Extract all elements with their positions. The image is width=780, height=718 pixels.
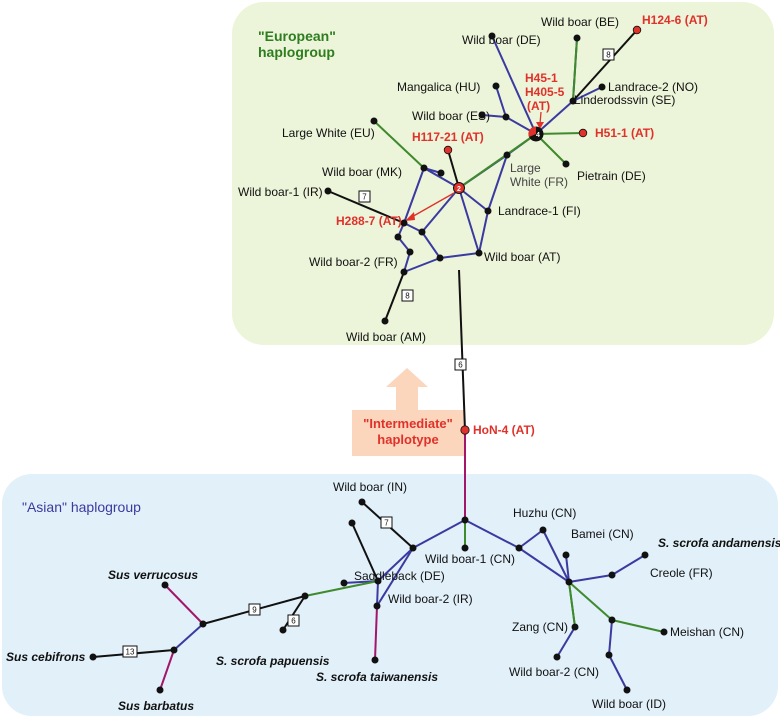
node-label: S. scrofa taiwanensis (316, 670, 438, 684)
european-region (232, 2, 774, 345)
step-count: 9 (252, 606, 257, 615)
asian-region (2, 474, 778, 716)
node-label: Wild boar-2 (CN) (509, 665, 599, 679)
node-label: Wild boar (ID) (592, 697, 666, 711)
node-label: Wild boar-2 (FR) (309, 255, 398, 269)
step-count: 6 (458, 361, 463, 370)
black-nodes (89, 32, 668, 694)
node-label: Wild boar-1 (IR) (238, 185, 323, 199)
node-label: H117-21 (AT) (412, 130, 484, 144)
mutation-step-boxes: 8 7 8 6 7 9 6 13 (122, 48, 615, 658)
node-label: Wild boar (IN) (333, 480, 407, 494)
node-label: HoN-4 (AT) (473, 423, 535, 437)
node-label: Mangalica (HU) (397, 80, 480, 94)
node-label: Landrace-2 (NO) (608, 80, 698, 94)
node-label: Wild boar-2 (IR) (388, 592, 473, 606)
asian-magenta-edges (159, 584, 378, 691)
european-group-title: "European" (258, 28, 336, 44)
step-count: 8 (606, 51, 611, 60)
node-label: Zang (CN) (512, 620, 568, 634)
node-label: H45-1 (525, 71, 558, 85)
node-label: Large White (EU) (282, 126, 375, 140)
node-label: H124-6 (AT) (642, 13, 708, 27)
node-label: (AT) (527, 99, 550, 113)
node-label: Creole (FR) (650, 566, 713, 580)
node-label: Wild boar (AM) (346, 330, 426, 344)
node-count: 2 (457, 186, 461, 193)
node-label: Wild boar-1 (CN) (425, 552, 515, 566)
shared-node-4 (528, 126, 544, 142)
step-count: 7 (384, 519, 389, 528)
node-label: Linderodssvin (SE) (574, 93, 675, 107)
asian-labels: Wild boar (IN) Huzhu (CN) Bamei (CN) S. … (6, 480, 780, 713)
node-label: Meishan (CN) (670, 625, 744, 639)
arrowhead-icon (405, 212, 415, 221)
asian-group-title: "Asian" haplogroup (22, 499, 141, 515)
arrowhead-icon (536, 122, 544, 129)
european-group-title: haplogroup (258, 44, 335, 60)
node-label: H51-1 (AT) (595, 126, 654, 140)
node-label: Sus verrucosus (108, 568, 198, 582)
node-label: S. scrofa andamensis (658, 536, 780, 550)
node-count: 4 (536, 132, 540, 139)
asian-green-edges (304, 520, 665, 633)
node-label: H288-7 (AT) (336, 214, 402, 228)
asian-outgroup-edges (173, 623, 204, 651)
node-label: Sus cebifrons (6, 650, 86, 664)
red-nodes (443, 25, 642, 435)
node-label: Wild boar (ES) (412, 109, 490, 123)
node-label: White (FR) (510, 175, 568, 189)
node-label: Huzhu (CN) (513, 506, 576, 520)
node-label: Pietrain (DE) (577, 169, 646, 183)
node-label: S. scrofa papuensis (216, 654, 330, 668)
node-label: Landrace-1 (FI) (498, 204, 581, 218)
node-label: H405-5 (525, 85, 565, 99)
up-arrow-icon (386, 368, 428, 410)
shared-node-2 (453, 182, 465, 194)
european-labels: Wild boar (BE) H124-6 (AT) Wild boar (DE… (238, 13, 708, 437)
step-count: 6 (291, 617, 296, 626)
step-count: 7 (362, 193, 367, 202)
intermediate-title: "Intermediate" (363, 416, 453, 431)
node-label: Wild boar (DE) (462, 33, 541, 47)
intermediate-title: haplotype (377, 432, 438, 447)
node-label: Saddleback (DE) (354, 569, 445, 583)
node-label: Wild boar (BE) (541, 15, 619, 29)
node-label: Bamei (CN) (571, 527, 634, 541)
node-label: Large (510, 161, 541, 175)
node-label: Sus barbatus (118, 699, 194, 713)
intermediate-box (352, 410, 465, 456)
european-black-edges (327, 29, 638, 431)
step-count: 13 (126, 648, 135, 657)
node-label: Wild boar (MK) (322, 165, 402, 179)
node-label: Wild boar (AT) (484, 250, 560, 264)
step-count: 8 (405, 292, 410, 301)
